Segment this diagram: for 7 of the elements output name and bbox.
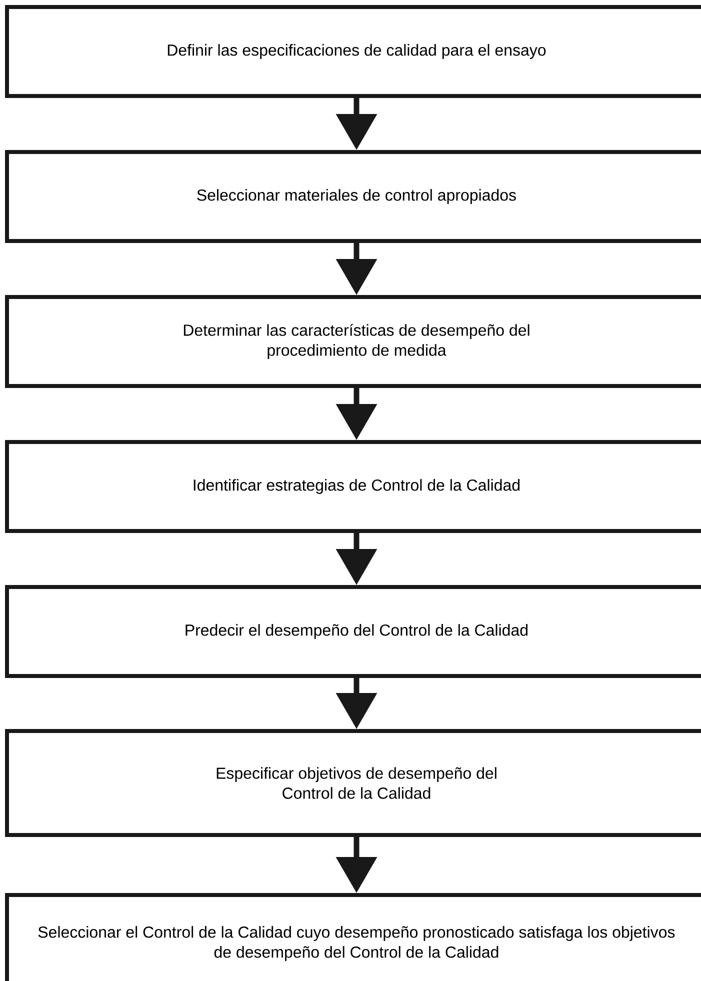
process-box: Definir las especificaciones de calidad para el ensayo — [5, 5, 701, 98]
process-box: Predecir el desempeño del Control de la Calidad — [5, 585, 701, 678]
process-box: Especificar objetivos de desempeño del Control de la Calidad — [5, 729, 701, 837]
process-box: Seleccionar materiales de control apropiados — [5, 150, 701, 243]
process-box: Identificar estrategias de Control de la Calidad — [5, 440, 701, 533]
process-box: Seleccionar el Control de la Calidad cuyo desempeño pronosticado satisfaga los objetivos de desempeño del Control de la Calidad — [5, 893, 701, 981]
process-box: Determinar las características de desempeño del procedimiento de medida — [5, 295, 701, 388]
